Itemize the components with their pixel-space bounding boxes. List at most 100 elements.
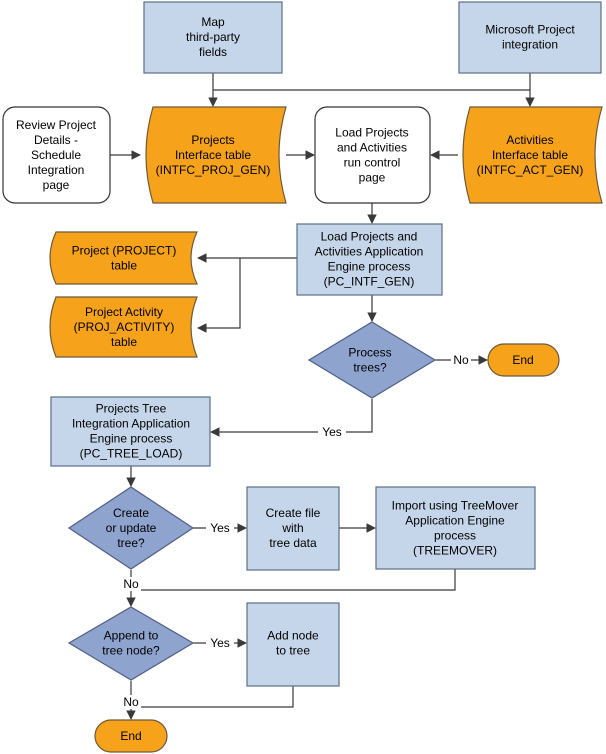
create-no-bg: [121, 577, 141, 591]
act-interface-shape: [462, 106, 603, 204]
label-line: Interface table: [492, 148, 568, 162]
process-no-label: No: [453, 353, 469, 367]
append-no-bg: [121, 695, 141, 709]
label-line: trees?: [353, 361, 387, 375]
create-no-label: No: [123, 577, 139, 591]
map-fields-box: [143, 1, 283, 74]
label-line: page: [359, 171, 386, 185]
label-line: Application Engine: [405, 514, 505, 528]
create-file-box: [246, 486, 340, 571]
label-line: Review Project: [16, 118, 97, 132]
edge-import-rejoin: [131, 569, 456, 591]
create-yes-bg: [206, 521, 234, 535]
append-yes-label: Yes: [210, 636, 230, 650]
label-line: Import using TreeMover: [392, 499, 519, 513]
edge-addnode-rejoin: [131, 686, 294, 708]
label-line: Project (PROJECT): [72, 244, 177, 258]
create-update-decision: [67, 486, 195, 570]
process-yes-label: Yes: [322, 425, 342, 439]
create-yes-label: Yes: [210, 521, 230, 535]
label-line: with: [281, 521, 303, 535]
append-node-decision: [67, 606, 195, 681]
process-trees-decision: [307, 321, 437, 399]
append-no-label: No: [123, 695, 139, 709]
label-line: tree node?: [102, 644, 160, 658]
label-line: to tree: [276, 644, 310, 658]
label-line: End: [512, 353, 533, 367]
label-line: (INTFC_ACT_GEN): [477, 163, 584, 177]
project-table-label: Project (PROJECT)table: [72, 244, 177, 273]
label-line: (INTFC_PROJ_GEN): [156, 163, 271, 177]
label-line: (PC_INTF_GEN): [324, 275, 415, 289]
label-line: (TREEMOVER): [413, 544, 497, 558]
label-line: Integration Application: [72, 417, 190, 431]
project-table-shape: [49, 231, 198, 285]
edge-process-yes: [210, 399, 373, 437]
label-line: Projects Tree: [96, 402, 167, 416]
proj-interface-shape: [145, 106, 287, 204]
import-treemover-box: [375, 486, 536, 570]
end-bottom-label: End: [120, 729, 141, 743]
label-line: Schedule: [31, 148, 81, 162]
edge-ae-to-activity-table: [197, 258, 241, 333]
load-ae-box: [296, 223, 443, 296]
label-line: Activities Application: [315, 245, 424, 259]
label-line: Map: [201, 15, 225, 29]
label-line: Engine process: [328, 260, 411, 274]
label-line: Activities: [506, 133, 553, 147]
label-line: integration: [502, 38, 558, 52]
label-line: table: [111, 335, 137, 349]
process-no-bg: [451, 353, 471, 367]
label-line: Integration: [28, 163, 85, 177]
activity-table-label: Project Activity(PROJ_ACTIVITY)table: [74, 305, 175, 349]
label-line: Microsoft Project: [485, 23, 575, 37]
label-line: Append to: [104, 629, 159, 643]
label-line: page: [43, 178, 70, 192]
append-yes-bg: [206, 636, 234, 650]
label-line: Process: [348, 346, 391, 360]
ms-project-box: [458, 1, 602, 74]
label-line: table: [111, 259, 137, 273]
label-line: tree?: [117, 536, 145, 550]
label-line: run control: [344, 156, 401, 170]
process-yes-bg: [318, 425, 346, 439]
end-top-terminal: [487, 343, 560, 377]
end-top-label: End: [512, 353, 533, 367]
label-line: Load Projects: [335, 126, 408, 140]
review-page-box: [2, 106, 111, 204]
label-line: (PROJ_ACTIVITY): [74, 320, 175, 334]
label-line: Details -: [34, 133, 78, 147]
label-line: Interface table: [175, 148, 251, 162]
tree-integration-box: [50, 396, 211, 467]
end-bottom-terminal: [94, 719, 168, 753]
edge-labels: No Yes Yes No Yes No: [121, 353, 471, 709]
activity-table-shape: [49, 296, 198, 358]
label-line: End: [120, 729, 141, 743]
label-line: Add node: [267, 629, 319, 643]
add-node-box: [246, 602, 340, 687]
label-line: fields: [199, 45, 227, 59]
run-control-box: [314, 106, 431, 204]
label-line: Create file: [266, 506, 321, 520]
label-line: Engine process: [90, 432, 173, 446]
label-line: Create: [113, 506, 149, 520]
label-line: (PC_TREE_LOAD): [80, 447, 183, 461]
label-line: third-party: [186, 30, 240, 44]
label-line: or update: [106, 521, 157, 535]
label-line: tree data: [269, 536, 317, 550]
label-line: Project Activity: [85, 305, 163, 319]
